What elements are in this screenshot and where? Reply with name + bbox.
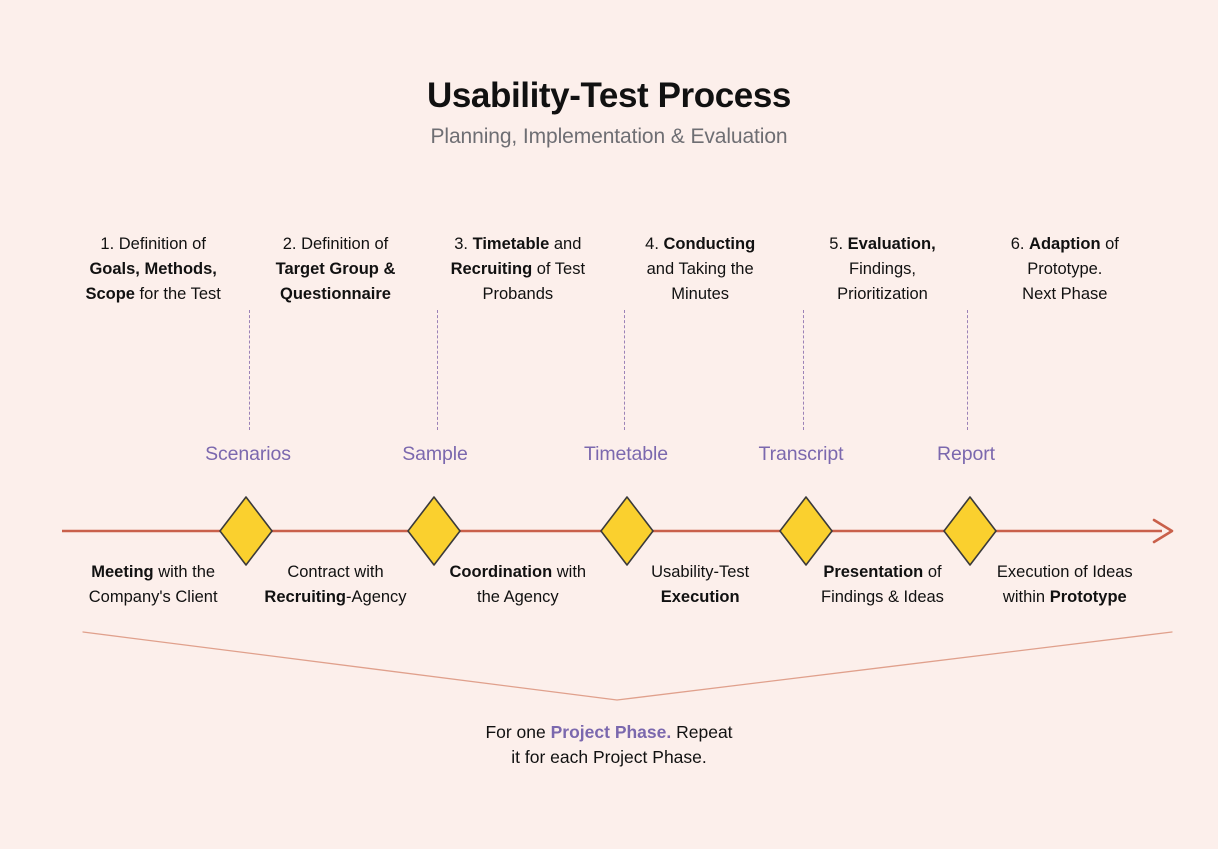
- caption-line1-post: Repeat: [671, 722, 733, 742]
- caption-line-2: it for each Project Phase.: [511, 747, 707, 767]
- milestone-diamond-5: [943, 496, 997, 566]
- caption-line-1: For one Project Phase. Repeat: [0, 720, 1218, 745]
- phase-bracket: [82, 631, 1173, 701]
- caption-line1-pre: For one: [485, 722, 551, 742]
- column-separator-5: [967, 310, 968, 430]
- column-separator-3: [624, 310, 625, 430]
- page-subtitle: Planning, Implementation & Evaluation: [430, 125, 788, 149]
- footer-caption: For one Project Phase. Repeat it for eac…: [0, 720, 1218, 770]
- deliverable-label-3: Timetable: [584, 443, 668, 465]
- milestone-diamond-2: [407, 496, 461, 566]
- column-separators: [0, 310, 1218, 430]
- deliverable-label-4: Transcript: [758, 443, 844, 465]
- milestone-diamond-1: [219, 496, 273, 566]
- deliverable-labels: Scenarios Sample Timetable Transcript Report: [0, 443, 1218, 473]
- milestone-diamond-4: [779, 496, 833, 566]
- timeline-arrow-icon: [1152, 518, 1174, 544]
- caption-highlight: Project Phase.: [550, 722, 672, 742]
- header: Usability-Test Process Planning, Impleme…: [0, 76, 1218, 149]
- column-separator-2: [437, 310, 438, 430]
- column-separator-4: [803, 310, 804, 430]
- column-separator-1: [249, 310, 250, 430]
- deliverable-label-1: Scenarios: [205, 443, 291, 465]
- page-title: Usability-Test Process: [426, 76, 792, 115]
- deliverable-label-5: Report: [937, 443, 995, 465]
- deliverable-label-2: Sample: [402, 443, 468, 465]
- phase-step-text: 5. Evaluation,Findings,Prioritization: [829, 235, 936, 303]
- phase-step-5: 5. Evaluation,Findings,Prioritization: [791, 232, 973, 307]
- milestone-diamond-3: [600, 496, 654, 566]
